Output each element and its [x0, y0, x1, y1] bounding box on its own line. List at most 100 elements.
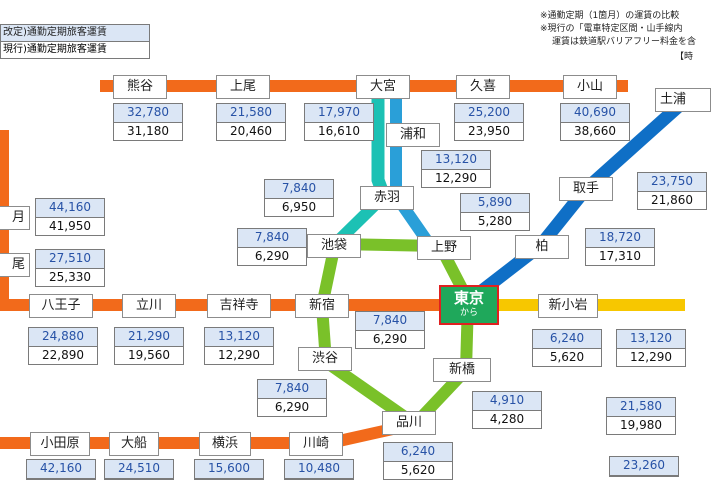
station-tsuchiura[interactable]: 土浦 — [655, 88, 711, 112]
station-ofuna[interactable]: 大船 — [109, 432, 159, 456]
fare-yokohama: 15,600 — [194, 459, 264, 480]
note-1: ※通勤定期（1箇月）の運賃の比較 — [540, 11, 680, 21]
fare-right3: 23,260 — [609, 456, 679, 477]
station-urawa[interactable]: 浦和 — [386, 123, 440, 147]
station-shimbashi[interactable]: 新橋 — [433, 358, 491, 382]
station-oyama[interactable]: 小山 — [563, 75, 617, 99]
fare-new: 27,510 — [36, 250, 104, 269]
fare-old: 5,620 — [549, 350, 585, 364]
fare-old: 19,980 — [620, 418, 662, 432]
fare-old: 5,280 — [477, 214, 513, 228]
fare-new: 24,510 — [105, 460, 173, 479]
station-left2[interactable]: 尾 — [0, 253, 30, 277]
fare-old: 16,610 — [318, 124, 360, 138]
station-kawasaki[interactable]: 川崎 — [289, 432, 343, 456]
station-shinjuku[interactable]: 新宿 — [295, 294, 349, 318]
fare-new: 32,780 — [114, 104, 182, 123]
station-kumagaya[interactable]: 熊谷 — [113, 75, 167, 99]
station-kichijoji[interactable]: 吉祥寺 — [207, 294, 271, 318]
fare-old: 41,950 — [49, 219, 91, 233]
station-shinagawa[interactable]: 品川 — [382, 411, 436, 435]
station-odawara[interactable]: 小田原 — [30, 432, 90, 456]
fare-new: 13,120 — [617, 330, 685, 349]
fare-new: 15,600 — [195, 460, 263, 479]
legend-new: 改定)通勤定期旅客運賃 — [1, 25, 149, 42]
station-ageo[interactable]: 上尾 — [216, 75, 270, 99]
fare-old: 17,310 — [599, 249, 641, 263]
station-kuki[interactable]: 久喜 — [456, 75, 510, 99]
station-toride[interactable]: 取手 — [559, 177, 613, 201]
station-tachikawa[interactable]: 立川 — [122, 294, 176, 318]
fare-new: 6,240 — [533, 330, 601, 349]
fare-old: 6,290 — [372, 332, 408, 346]
fare-new: 5,890 — [461, 194, 529, 213]
fare-old: 5,620 — [400, 463, 436, 477]
note-3: 運賃は鉄道駅バリアフリー料金を含 — [552, 37, 697, 47]
fare-new: 42,160 — [27, 460, 95, 479]
fare-old: 19,560 — [128, 348, 170, 362]
station-kashiwa[interactable]: 柏 — [515, 235, 569, 259]
fare-ofuna: 24,510 — [104, 459, 174, 480]
fare-old: 38,660 — [574, 124, 616, 138]
fare-new: 44,160 — [36, 199, 104, 218]
fare-old: 4,280 — [489, 412, 525, 426]
fare-old: 21,860 — [651, 193, 693, 207]
fare-old: 12,290 — [218, 348, 260, 362]
fare-odawara: 42,160 — [26, 459, 96, 480]
station-yokohama[interactable]: 横浜 — [199, 432, 251, 456]
fare-new: 7,840 — [258, 380, 326, 399]
station-shibuya[interactable]: 渋谷 — [298, 347, 352, 371]
fare-new: 21,580 — [607, 398, 675, 417]
notes-tag: 【時 — [675, 52, 694, 62]
fare-old: 6,290 — [254, 249, 290, 263]
station-omiya[interactable]: 大宮 — [356, 75, 410, 99]
fare-new: 40,690 — [561, 104, 629, 123]
fare-new: 7,840 — [265, 180, 333, 199]
fare-new: 7,840 — [238, 229, 306, 248]
fare-new: 13,120 — [205, 328, 273, 347]
fare-old: 31,180 — [127, 124, 169, 138]
fare-new: 10,480 — [285, 460, 353, 479]
fare-new: 21,290 — [115, 328, 183, 347]
fare-map: 改定)通勤定期旅客運賃 現行)通勤定期旅客運賃 ※通勤定期（1箇月）の運賃の比較… — [0, 11, 711, 480]
fare-old: 6,290 — [274, 400, 310, 414]
fare-new: 13,120 — [422, 151, 490, 170]
station-akabane[interactable]: 赤羽 — [360, 186, 414, 210]
station-ikebukuro[interactable]: 池袋 — [307, 234, 361, 258]
fare-legend: 改定)通勤定期旅客運賃 現行)通勤定期旅客運賃 — [0, 24, 150, 59]
legend-current: 現行)通勤定期旅客運賃 — [3, 44, 107, 55]
fare-new: 23,260 — [610, 457, 678, 476]
station-shinkoiwa[interactable]: 新小岩 — [538, 294, 598, 318]
notes: ※通勤定期（1箇月）の運賃の比較 ※現行の「電車特定区間・山手線内 運賃は鉄道駅… — [540, 10, 697, 49]
fare-kawasaki: 10,480 — [284, 459, 354, 480]
fare-new: 23,750 — [638, 173, 706, 192]
fare-new: 17,970 — [305, 104, 373, 123]
station-ueno[interactable]: 上野 — [417, 236, 471, 260]
fare-new: 4,910 — [473, 392, 541, 411]
fare-new: 18,720 — [586, 229, 654, 248]
station-hachioji[interactable]: 八王子 — [29, 294, 93, 318]
station-tokyo-origin[interactable]: 東京 から — [439, 285, 499, 325]
origin-name: 東京 — [453, 289, 484, 307]
station-left1[interactable]: 月 — [0, 206, 30, 230]
fare-new: 6,240 — [384, 443, 452, 462]
fare-new: 7,840 — [356, 312, 424, 331]
keihin-tohoku-line — [371, 86, 391, 199]
origin-sub: から — [459, 308, 478, 318]
